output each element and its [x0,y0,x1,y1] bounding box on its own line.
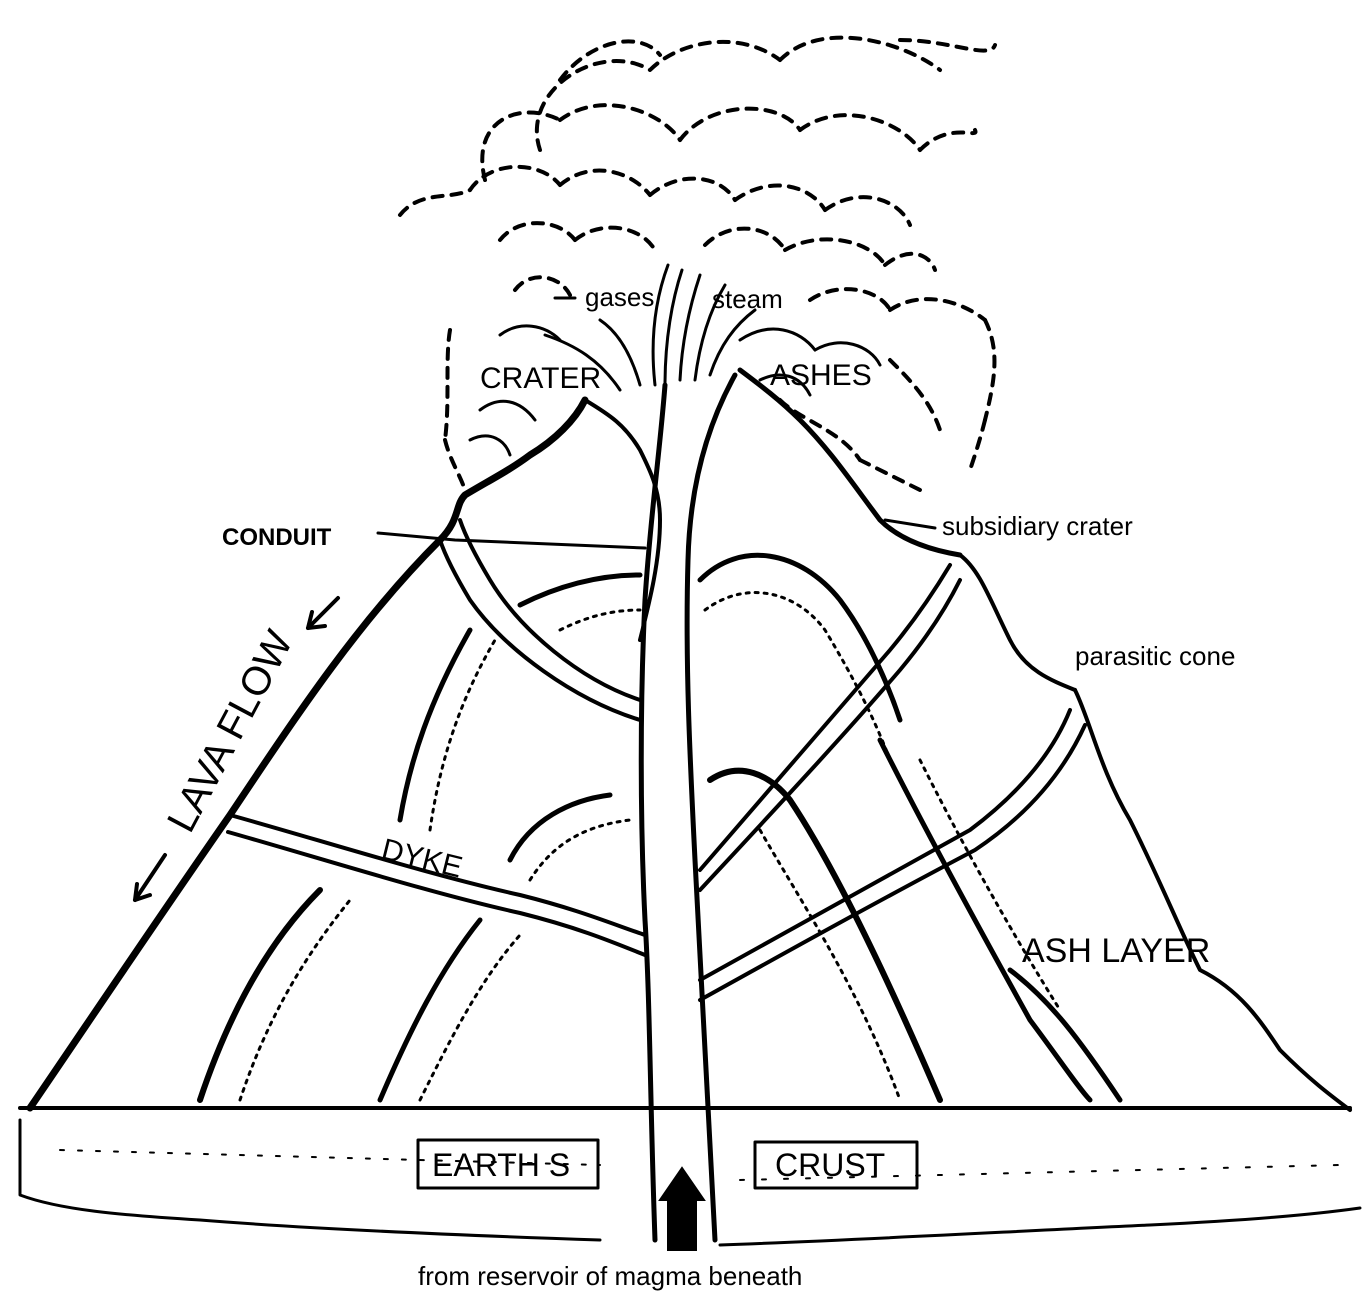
label-lava-flow: LAVA FLOW [159,623,302,839]
label-steam: steam [712,284,783,314]
label-dyke: DYKE [378,833,465,885]
leader-lines [378,298,935,548]
label-ashes: ASHES [770,359,872,392]
label-parasitic-cone: parasitic cone [1075,641,1235,671]
ash-layers [200,555,1120,1100]
dykes [228,520,1085,1000]
main-conduit [641,375,735,1240]
label-gases: gases [585,282,654,312]
label-conduit: CONDUIT [222,524,332,551]
label-subsidiary-crater: subsidiary crater [942,511,1133,541]
magma-arrow-icon [660,1168,704,1250]
label-reservoir: from reservoir of magma beneath [418,1261,802,1291]
label-earths: EARTH S [432,1147,570,1183]
label-crust: CRUST [775,1147,885,1183]
label-crater: CRATER [480,362,601,395]
eruption-cloud [400,38,995,490]
label-ash-layer: ASH LAYER [1022,932,1210,970]
